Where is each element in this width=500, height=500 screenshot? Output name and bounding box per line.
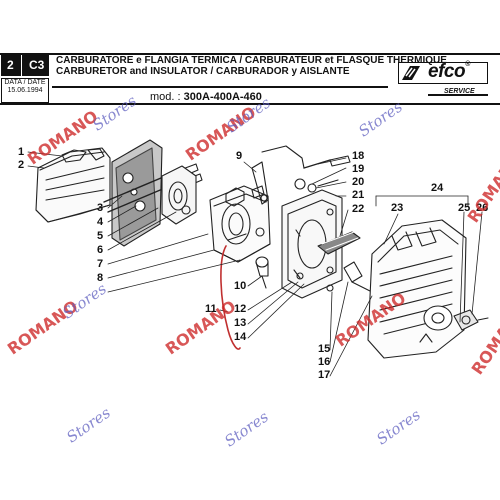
callout-22: 22 (352, 203, 365, 215)
callout-16: 16 (318, 356, 331, 368)
callout-23: 23 (391, 202, 404, 214)
callout-11: 11 (205, 303, 217, 315)
callout-4: 4 (97, 216, 104, 228)
callout-12: 12 (234, 303, 247, 315)
filter-element-part (317, 231, 361, 255)
callout-3: 3 (97, 202, 104, 214)
date-label: DATA / DATE (4, 79, 46, 86)
sheet-number: 2 (7, 58, 14, 72)
sheet-header: 2 C3 DATA / DATE 15.06.1994 CARBURATORE … (0, 53, 500, 105)
air-filter-base-part (281, 189, 343, 299)
throttle-rod-part (261, 145, 351, 193)
callout-8: 8 (97, 272, 104, 284)
callout-15: 15 (318, 343, 331, 355)
callout-1: 1 (18, 146, 25, 158)
efco-mark-icon (402, 66, 420, 80)
callout-17: 17 (318, 369, 331, 381)
sheet-id-box: 2 C3 (1, 54, 49, 76)
callout-20: 20 (352, 176, 365, 188)
title-line-1: CARBURATORE e FLANGIA TERMICA / CARBURAT… (56, 55, 447, 66)
choke-lever-part (251, 161, 269, 205)
title-line-2: CARBURETOR and INSULATOR / CARBURADOR y … (56, 65, 350, 77)
header-mid-rule (52, 86, 388, 88)
service-label: SERVICE (444, 88, 475, 95)
flange-gasket-part (111, 139, 163, 247)
header-top-rule (0, 53, 500, 55)
date-value: 15.06.1994 (7, 87, 43, 94)
callout-18: 18 (352, 150, 365, 162)
callout-6: 6 (97, 244, 104, 256)
header-bottom-rule (0, 103, 500, 105)
model-label: mod. : (150, 91, 181, 103)
efco-logo: efco® SERVICE (392, 53, 496, 103)
callout-10: 10 (234, 280, 247, 292)
callout-5: 5 (97, 230, 104, 242)
callout-2: 2 (18, 159, 25, 171)
callout-13: 13 (234, 317, 247, 329)
registered-mark: ® (465, 61, 470, 68)
callout-26: 26 (476, 202, 489, 214)
leader-lines (27, 151, 483, 377)
heat-shield-part (35, 147, 111, 223)
sheet-code: C3 (29, 58, 45, 72)
model-line: mod. : 300A-400A-460 (150, 91, 262, 103)
linkage-small-parts (220, 245, 269, 350)
air-filter-cover-part (367, 219, 467, 359)
model-value: 300A-400A-460 (183, 91, 262, 103)
callout-9: 9 (236, 150, 243, 162)
date-box: DATA / DATE 15.06.1994 (1, 78, 49, 103)
callout-21: 21 (352, 189, 365, 201)
callout-19: 19 (352, 163, 365, 175)
callout-24: 24 (431, 182, 444, 194)
callout-7: 7 (97, 258, 104, 270)
sheet-title: CARBURATORE e FLANGIA TERMICA / CARBURAT… (56, 55, 447, 77)
insulator-flange-part (161, 165, 197, 225)
efco-brand-text: efco (428, 61, 466, 82)
callout-25: 25 (458, 202, 471, 214)
callout-14: 14 (234, 331, 247, 343)
